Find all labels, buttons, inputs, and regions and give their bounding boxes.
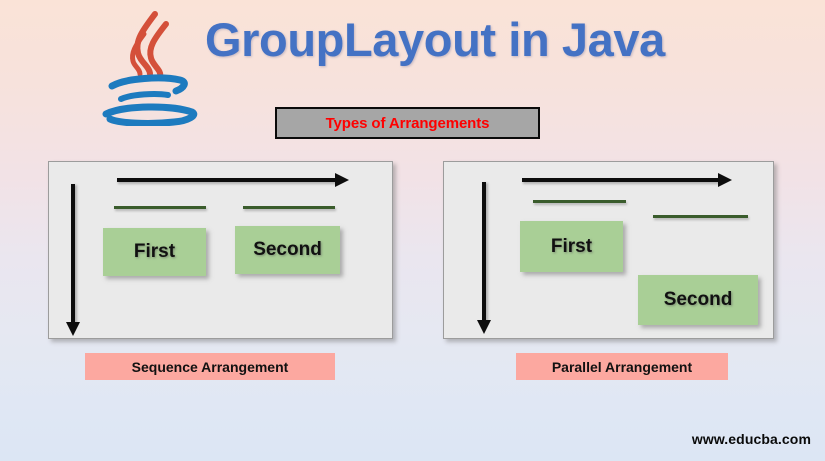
component-box-first: First — [520, 221, 623, 272]
component-box-second: Second — [638, 275, 758, 325]
horizontal-arrow-shaft — [117, 178, 337, 182]
rule-line-first — [533, 200, 626, 203]
rule-line-second — [653, 215, 748, 218]
component-box-first: First — [103, 228, 206, 276]
component-label: Second — [253, 239, 322, 260]
footer-website-url: www.educba.com — [691, 431, 811, 447]
rule-line-first — [114, 206, 206, 209]
component-label: First — [550, 235, 593, 257]
vertical-arrow-head-icon — [66, 322, 80, 336]
horizontal-arrow-head-icon — [335, 173, 349, 187]
vertical-arrow-shaft — [71, 184, 75, 324]
java-logo-icon — [92, 8, 200, 127]
rule-line-second — [243, 206, 335, 209]
caption-label: Parallel Arrangement — [551, 358, 693, 375]
vertical-arrow-shaft — [482, 182, 486, 322]
caption-label: Sequence Arrangement — [131, 358, 289, 375]
horizontal-arrow-shaft — [522, 178, 720, 182]
horizontal-arrow-head-icon — [718, 173, 732, 187]
sequence-arrangement-panel: First Second — [48, 161, 393, 339]
caption-sequence-arrangement: Sequence Arrangement — [85, 353, 335, 380]
component-box-second: Second — [235, 226, 340, 274]
page-title: GroupLayout in Java — [205, 13, 665, 66]
parallel-arrangement-panel: First Second — [443, 161, 774, 339]
types-of-arrangements-banner: Types of Arrangements — [275, 107, 540, 139]
component-label: First — [133, 241, 176, 262]
vertical-arrow-head-icon — [477, 320, 491, 334]
caption-parallel-arrangement: Parallel Arrangement — [516, 353, 728, 380]
component-label: Second — [663, 289, 733, 310]
types-of-arrangements-label: Types of Arrangements — [325, 114, 490, 132]
